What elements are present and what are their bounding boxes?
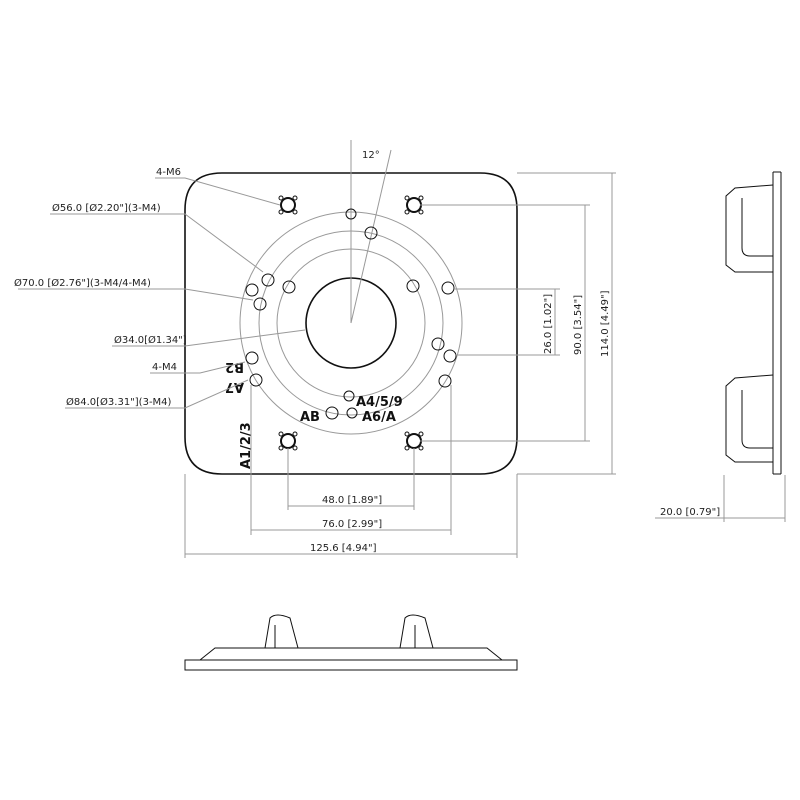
m4-holes bbox=[245, 208, 457, 420]
label-a459: A4/5/9 bbox=[356, 395, 403, 410]
callout-d56: Ø56.0 [Ø2.20"](3-M4) bbox=[52, 202, 161, 214]
angle-axis-line bbox=[350, 149, 392, 324]
dim-26: 26.0 [1.02"] bbox=[543, 294, 554, 354]
plate-outline bbox=[184, 172, 518, 475]
dimension-lines bbox=[184, 172, 786, 558]
dim-20: 20.0 [0.79"] bbox=[660, 507, 720, 518]
callout-m4: 4-M4 bbox=[152, 362, 177, 373]
label-a6a: A6/A bbox=[362, 410, 396, 425]
callout-d34: Ø34.0[Ø1.34"] bbox=[114, 334, 187, 346]
angle-label: 12° bbox=[362, 150, 380, 161]
dim-90: 90.0 [3.54"] bbox=[573, 295, 584, 355]
side-view bbox=[725, 171, 782, 475]
callout-m6: 4-M6 bbox=[156, 167, 181, 178]
dim-76: 76.0 [2.99"] bbox=[322, 519, 382, 530]
callout-d70: Ø70.0 [Ø2.76"](3-M4/4-M4) bbox=[14, 277, 151, 289]
callout-d84: Ø84.0[Ø3.31"](3-M4) bbox=[66, 396, 172, 408]
label-b2: B2 bbox=[225, 359, 244, 374]
label-a123: A1/2/3 bbox=[239, 422, 254, 469]
callout-leaders bbox=[18, 177, 306, 409]
dim-114: 114.0 [4.49"] bbox=[600, 290, 611, 357]
dim-48: 48.0 [1.89"] bbox=[322, 495, 382, 506]
bottom-view bbox=[184, 614, 518, 671]
label-ab: AB bbox=[300, 410, 320, 425]
dim-125: 125.6 [4.94"] bbox=[310, 543, 377, 554]
